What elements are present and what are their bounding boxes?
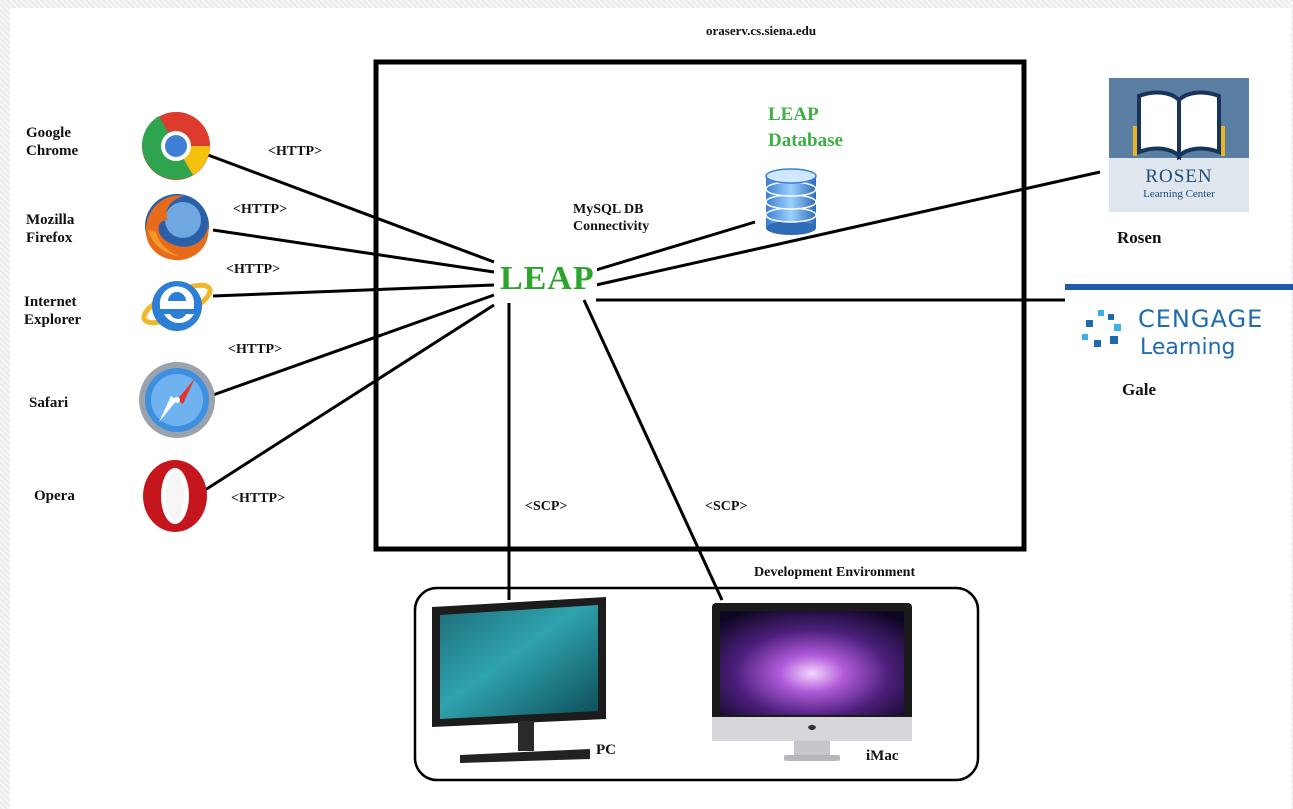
cengage-logo-title: CENGAGE: [1138, 305, 1264, 333]
rosen-logo-bottom: [1109, 158, 1249, 212]
provider-label-rosen: Rosen: [1117, 228, 1162, 247]
browser-label-chrome-line1: Google: [26, 125, 71, 141]
mysql-link-label-line2: Connectivity: [573, 218, 650, 234]
database-title-line2: Database: [768, 129, 843, 151]
dev-environment-box: [413, 586, 980, 782]
rosen-logo: ROSEN Learning Center: [1109, 78, 1249, 212]
safari-icon: [139, 362, 215, 438]
browser-label-firefox-line1: Mozilla: [26, 212, 75, 228]
link-safari: [212, 293, 495, 397]
book-icon: [1133, 90, 1225, 160]
protocol-label-safari: <HTTP>: [228, 342, 283, 357]
firefox-icon: [145, 194, 209, 261]
chrome-icon: [142, 112, 210, 180]
browser-label-ie: Internet Explorer: [24, 293, 81, 329]
protocol-label-ie: <HTTP>: [226, 262, 281, 277]
browser-label-ie-line1: Internet: [24, 294, 77, 310]
database-title: LEAP Database: [768, 102, 843, 153]
protocol-label-pc: <SCP>: [525, 499, 568, 514]
link-imac: [582, 299, 724, 601]
diagram-canvas: [10, 8, 1291, 809]
cengage-logo-subtitle: Learning: [1140, 335, 1236, 360]
link-ie: [212, 283, 495, 298]
link-rosen: [595, 170, 1101, 287]
link-chrome: [207, 153, 495, 264]
database-title-line1: LEAP: [768, 104, 819, 125]
opera-icon: [143, 460, 207, 532]
dev-environment-title: Development Environment: [754, 565, 916, 580]
browser-label-firefox: Mozilla Firefox: [26, 211, 74, 247]
internet-explorer-icon: [141, 281, 213, 331]
provider-label-gale: Gale: [1122, 380, 1156, 399]
link-firefox: [212, 228, 495, 274]
protocol-label-imac: <SCP>: [705, 499, 748, 514]
pc-label: PC: [596, 742, 616, 758]
cengage-top-bar: [1065, 284, 1293, 290]
imac-icon: [712, 603, 912, 761]
link-opera: [204, 303, 495, 492]
imac-label: iMac: [866, 748, 899, 764]
database-icon: [765, 168, 817, 235]
browser-label-opera: Opera: [34, 488, 75, 504]
cengage-logo: [1082, 310, 1121, 347]
pc-monitor-icon: [432, 597, 606, 763]
protocol-label-firefox: <HTTP>: [233, 202, 288, 217]
browser-label-firefox-line2: Firefox: [26, 230, 73, 246]
browser-label-ie-line2: Explorer: [24, 312, 82, 328]
mysql-link-label-line1: MySQL DB: [573, 202, 644, 217]
browser-label-chrome-line2: Chrome: [26, 143, 79, 159]
protocol-label-chrome: <HTTP>: [268, 144, 323, 159]
server-hostname: oraserv.cs.siena.edu: [706, 23, 817, 38]
rosen-logo-subtitle: Learning Center: [1143, 188, 1215, 200]
server-box: [373, 59, 1027, 552]
rosen-logo-title: ROSEN: [1145, 166, 1213, 187]
mysql-link-label: MySQL DB Connectivity: [573, 202, 649, 236]
link-database: [595, 220, 756, 272]
browser-label-safari: Safari: [29, 395, 69, 411]
browser-label-chrome: Google Chrome: [26, 124, 78, 160]
leap-core-label: LEAP: [498, 260, 597, 298]
protocol-label-opera: <HTTP>: [231, 491, 286, 506]
